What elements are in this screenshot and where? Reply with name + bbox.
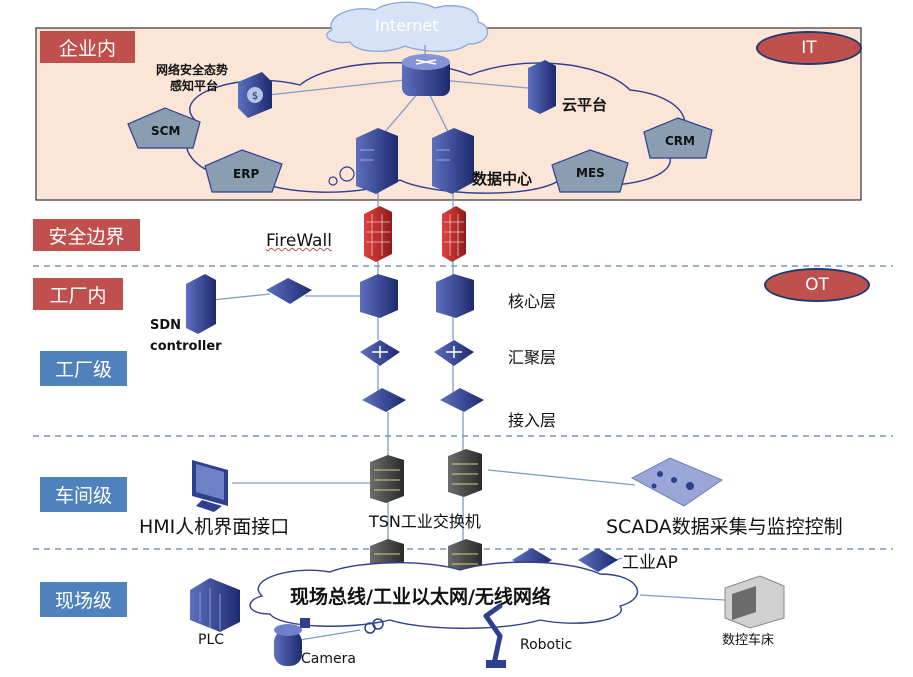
it-badge: IT <box>756 31 862 65</box>
ap-label: 工业AP <box>622 553 678 573</box>
cloud-bubble <box>339 166 355 182</box>
firewall-icon <box>442 206 466 262</box>
wireless-ap-icon <box>578 548 618 572</box>
plc-icon <box>190 578 240 632</box>
erp-pentagon <box>204 149 283 193</box>
core-router-icon <box>402 54 450 96</box>
tsn-switch-icon <box>370 455 404 503</box>
hmi-label: HMI人机界面接口 <box>139 516 290 538</box>
scada-label: SCADA数据采集与监控控制 <box>606 516 843 538</box>
cnc-label: 数控车床 <box>722 633 775 648</box>
robotic-arm-icon <box>483 603 506 668</box>
access-switch-icon <box>362 388 406 412</box>
zone-label-boundary: 安全边界 <box>33 219 140 251</box>
ot-badge: OT <box>764 268 870 302</box>
tsn-label: TSN工业交换机 <box>369 512 481 531</box>
link-icon <box>364 618 384 634</box>
aggregation-switch-icon <box>360 340 400 366</box>
access-switch-icon <box>440 388 484 412</box>
camera-label: Camera <box>301 651 356 667</box>
sdn-label: SDN <box>150 318 182 333</box>
scm-pentagon <box>127 107 201 149</box>
zone-label-factory-level: 工厂级 <box>40 351 127 386</box>
zone-label-enterprise: 企业内 <box>40 31 135 63</box>
security-platform-label: 感知平台 <box>170 79 219 93</box>
datacenter-server-icon <box>356 128 398 194</box>
zone-label-workshop: 车间级 <box>40 477 127 512</box>
mes-pentagon <box>551 149 629 193</box>
security-platform-label: 网络安全态势 <box>156 63 229 77</box>
firewall-label: FireWall <box>266 231 332 251</box>
cloud-bubble <box>328 176 338 186</box>
crm-label: CRM <box>665 134 695 148</box>
aggregation-switch-icon <box>434 340 474 366</box>
aggregation-layer-label: 汇聚层 <box>508 348 557 367</box>
robotic-label: Robotic <box>520 637 573 653</box>
core-layer-label: 核心层 <box>508 292 557 311</box>
tsn-switch-icon <box>448 449 482 497</box>
plc-label: PLC <box>198 632 225 648</box>
sdn-link-switch-icon <box>266 278 312 304</box>
datacenter-server-icon <box>432 128 474 194</box>
zone-label-factory-inner: 工厂内 <box>33 278 123 310</box>
access-layer-label: 接入层 <box>508 411 557 430</box>
field-network-label: 现场总线/工业以太网/无线网络 <box>290 586 551 608</box>
svg-text:$: $ <box>252 91 258 102</box>
scm-label: SCM <box>151 124 181 138</box>
scada-panel-icon <box>630 457 724 507</box>
security-platform-icon: $ <box>238 72 272 118</box>
datacenter-label: 数据中心 <box>472 170 533 188</box>
camera-icon <box>274 618 310 666</box>
sdn-controller-icon <box>186 274 216 334</box>
cloud-platform-label: 云平台 <box>562 96 608 114</box>
firewall-icon <box>364 206 392 262</box>
mes-label: MES <box>576 166 605 180</box>
internet-cloud <box>326 1 489 52</box>
internet-label: Internet <box>375 16 439 35</box>
zone-label-field: 现场级 <box>40 582 127 617</box>
core-switch-icon <box>360 274 398 318</box>
cloud-server-icon <box>528 60 556 114</box>
crm-pentagon <box>643 117 713 159</box>
field-network-cloud <box>249 561 639 629</box>
erp-label: ERP <box>233 167 260 181</box>
sdn-label: controller <box>150 339 222 354</box>
hmi-monitor-icon <box>192 460 228 512</box>
cnc-machine-icon <box>724 575 785 629</box>
core-switch-icon <box>436 274 474 318</box>
